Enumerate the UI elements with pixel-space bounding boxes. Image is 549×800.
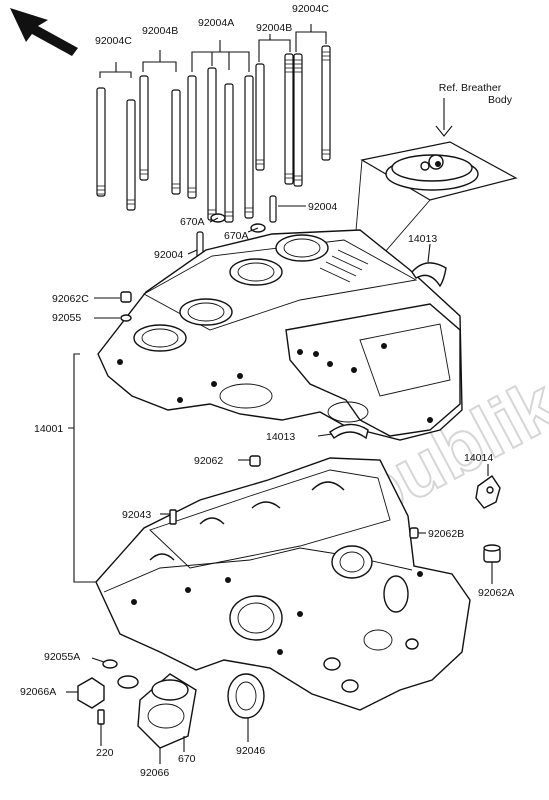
front-direction-arrow-icon	[10, 8, 78, 56]
breather-body-inset	[351, 98, 518, 291]
label-92066: 92066	[140, 767, 169, 779]
label-14001: 14001	[34, 423, 63, 435]
label-92043: 92043	[122, 509, 151, 521]
label-92055: 92055	[52, 312, 81, 324]
label-92004-left: 92004	[154, 249, 183, 261]
label-92004B-left: 92004B	[142, 25, 178, 37]
label-670A-right: 670A	[224, 230, 249, 242]
label-ref-breather-line1: Ref. Breather	[439, 82, 502, 94]
label-14014: 14014	[464, 452, 493, 464]
label-92004-right: 92004	[308, 201, 337, 213]
label-92062A: 92062A	[478, 587, 514, 599]
label-ref-breather-line2: Body	[488, 94, 513, 106]
stud-bolts-group	[96, 24, 331, 259]
part-labels: 92004C 92004B 92004A 92004B 92004C Ref. …	[20, 3, 514, 779]
label-670: 670	[178, 753, 196, 765]
label-92004A: 92004A	[198, 17, 234, 29]
label-92004C-left: 92004C	[95, 35, 132, 47]
label-92062C: 92062C	[52, 293, 89, 305]
upper-crankcase	[94, 229, 463, 441]
label-14013-mid: 14013	[266, 431, 295, 443]
label-14013-top: 14013	[408, 233, 437, 245]
bracket-14001	[68, 353, 96, 583]
label-670A-left: 670A	[180, 216, 205, 228]
label-92062: 92062	[194, 455, 223, 467]
label-92066A: 92066A	[20, 686, 56, 698]
label-92004B-right: 92004B	[256, 22, 292, 34]
lower-crankcase	[95, 455, 471, 711]
label-92062B: 92062B	[428, 528, 464, 540]
label-92055A: 92055A	[44, 651, 80, 663]
label-92046: 92046	[236, 745, 265, 757]
label-92004C-right: 92004C	[292, 3, 329, 15]
loose-parts	[66, 464, 501, 764]
label-220: 220	[96, 747, 114, 759]
